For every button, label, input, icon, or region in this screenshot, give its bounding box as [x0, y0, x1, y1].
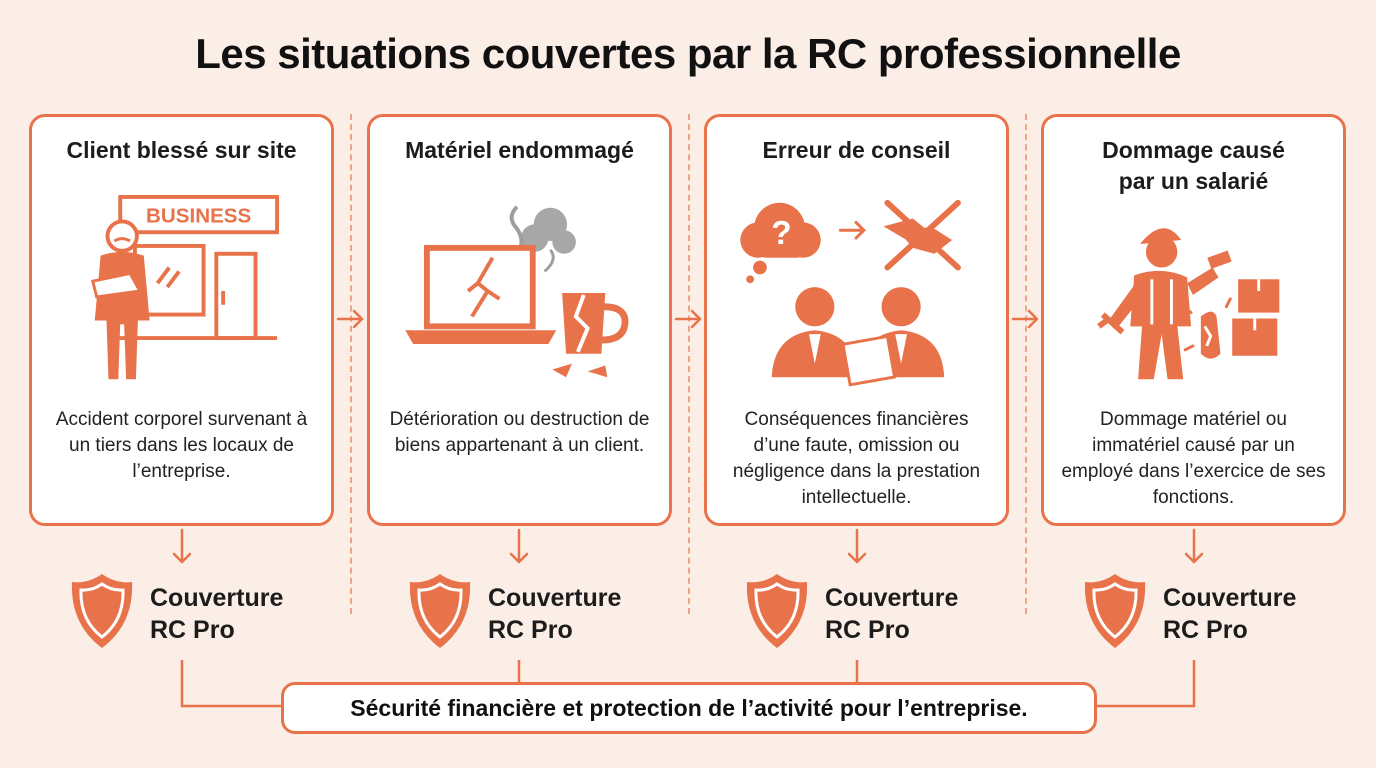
card-title: Matériel endommagé — [405, 137, 634, 163]
worker-breaking-items-icon — [1044, 195, 1343, 391]
separator-3 — [1025, 114, 1027, 614]
shield-icon — [71, 574, 133, 648]
separator-1 — [350, 114, 352, 614]
separator-2 — [688, 114, 690, 614]
card-description: Dommage matériel ou immatériel causé par… — [1061, 409, 1326, 508]
business-sign: BUSINESS — [146, 204, 251, 227]
down-arrow-icon — [172, 528, 192, 564]
card-damaged-equipment: Matériel endommagé Détérioration ou dest… — [367, 114, 672, 526]
down-arrow-icon — [1184, 528, 1204, 564]
broken-laptop-and-mug-icon — [370, 195, 669, 391]
question-mark: ? — [771, 215, 791, 252]
shield-icon — [409, 574, 471, 648]
injured-client-at-business-icon: BUSINESS — [32, 195, 331, 391]
right-arrow-icon — [336, 309, 364, 329]
shield-icon — [746, 574, 808, 648]
down-arrow-icon — [847, 528, 867, 564]
card-description: Conséquences financières d’une faute, om… — [732, 409, 981, 508]
right-arrow-icon — [1011, 309, 1039, 329]
down-arrow-icon — [509, 528, 529, 564]
card-description: Détérioration ou destruction de biens ap… — [389, 409, 650, 456]
shield-icon — [1084, 574, 1146, 648]
bad-advice-meeting-icon: ? — [707, 195, 1006, 391]
card-description: Accident corporel survenant à un tiers d… — [55, 409, 308, 482]
summary-banner: Sécurité financière et protection de l’a… — [281, 682, 1097, 734]
card-advice-error: Erreur de conseil ? — [704, 114, 1009, 526]
page-title: Les situations couvertes par la RC profe… — [195, 30, 1181, 77]
card-title: Erreur de conseil — [762, 137, 951, 163]
card-title: Client blessé sur site — [66, 137, 297, 163]
right-arrow-icon — [674, 309, 702, 329]
card-client-injured: Client blessé sur site BUSINESS Accident… — [29, 114, 334, 526]
